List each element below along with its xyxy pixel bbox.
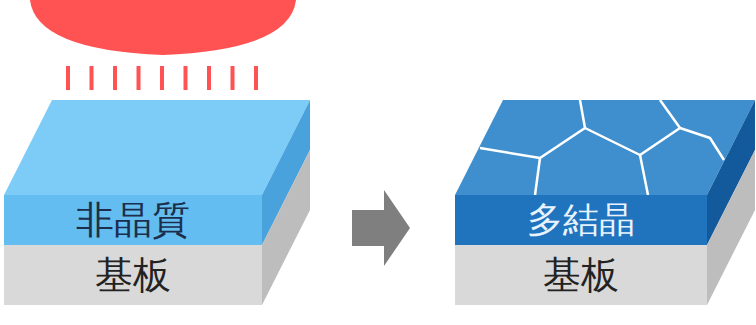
layer-label: 多結晶 — [527, 202, 635, 238]
substrate-side-face — [707, 150, 755, 305]
grain-boundaries — [480, 100, 724, 195]
lamp — [30, 0, 296, 55]
process-arrow — [352, 190, 410, 266]
polycrystal-top-face — [455, 100, 755, 195]
amorphous-layer: 非晶質 — [4, 195, 262, 245]
substrate-side-face — [262, 150, 310, 305]
layer-label: 基板 — [95, 256, 171, 294]
substrate: 基板 — [455, 245, 707, 305]
amorphous-top-face — [4, 100, 310, 195]
layer-label: 基板 — [543, 256, 619, 294]
layer-label: 非晶質 — [76, 201, 190, 239]
substrate: 基板 — [4, 245, 262, 305]
polycrystal-layer: 多結晶 — [455, 195, 707, 245]
light-rays — [68, 66, 256, 90]
